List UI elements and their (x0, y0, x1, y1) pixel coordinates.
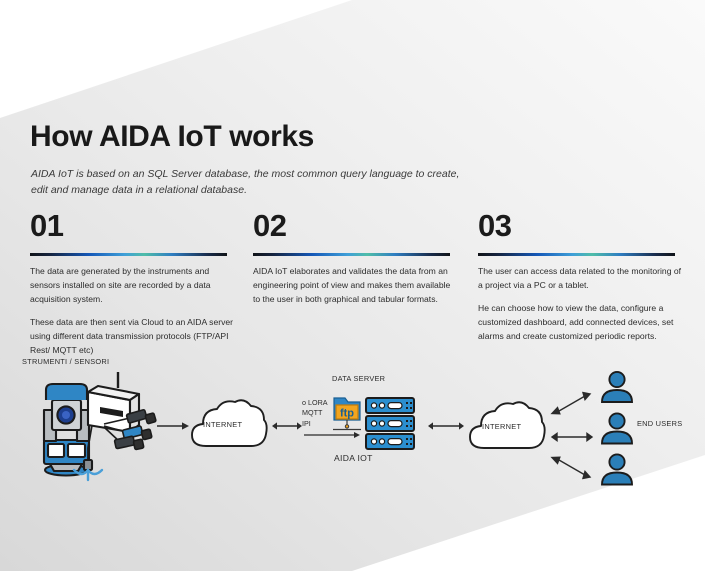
end-users-icon-group (601, 370, 633, 486)
step-paragraph: The data are generated by the instrument… (30, 266, 211, 304)
protocol-item: o LORA (302, 398, 328, 407)
step-divider (478, 253, 675, 256)
step-number: 02 (253, 208, 287, 243)
step-body: AIDA IoT elaborates and validates the da… (253, 265, 459, 307)
arrow-instruments-to-internet (157, 422, 189, 430)
internet-label-2: INTERNET (482, 422, 522, 431)
step-card-03: 03 The user can access data related to t… (478, 210, 684, 344)
step-card-01: 01 The data are generated by the instrum… (30, 210, 236, 358)
arrow-protocols-to-server (304, 432, 360, 438)
internet-cloud-icon (191, 399, 268, 447)
step-paragraph: AIDA IoT elaborates and validates the da… (253, 266, 451, 304)
user-avatar-icon (601, 412, 633, 445)
step-paragraph: The user can access data related to the … (478, 266, 682, 290)
data-server-label: DATA SERVER (332, 374, 386, 383)
step-number: 03 (478, 208, 512, 243)
arrow-server-to-internet (428, 422, 464, 430)
arrow-internet-to-data-server (272, 422, 302, 430)
user-avatar-icon (601, 453, 633, 486)
step-body: The data are generated by the instrument… (30, 265, 236, 358)
aida-iot-label: AIDA IOT (334, 453, 373, 463)
step-divider (30, 253, 227, 256)
end-users-label: END USERS (637, 419, 683, 428)
instruments-label: STRUMENTI / SENSORI (22, 357, 110, 366)
step-paragraph: These data are then sent via Cloud to an… (30, 316, 234, 355)
flow-diagram: STRUMENTI / SENSORI DATA SERVER AIDA IOT… (0, 352, 705, 492)
step-divider (253, 253, 450, 256)
protocol-item: MQTT (302, 408, 323, 418)
step-card-02: 02 AIDA IoT elaborates and validates the… (253, 210, 459, 307)
protocol-list: o LORA MQTT IPI (302, 398, 328, 429)
server-rack-icon (365, 397, 415, 450)
step-number: 01 (30, 208, 64, 243)
protocol-item: IPI (302, 418, 311, 428)
ftp-icon-text: ftp (340, 407, 354, 419)
ftp-folder-icon: ftp (333, 397, 361, 431)
end-user-connector-arrows (550, 391, 594, 480)
step-paragraph: He can choose how to view the data, conf… (478, 302, 674, 341)
user-avatar-icon (601, 370, 633, 403)
total-station-icon (42, 372, 157, 482)
page-subtitle: AIDA IoT is based on an SQL Server datab… (31, 168, 460, 197)
page-title: How AIDA IoT works (30, 120, 314, 153)
internet-label-1: INTERNET (203, 420, 243, 429)
internet-cloud-icon (469, 401, 546, 449)
step-body: The user can access data related to the … (478, 265, 684, 344)
